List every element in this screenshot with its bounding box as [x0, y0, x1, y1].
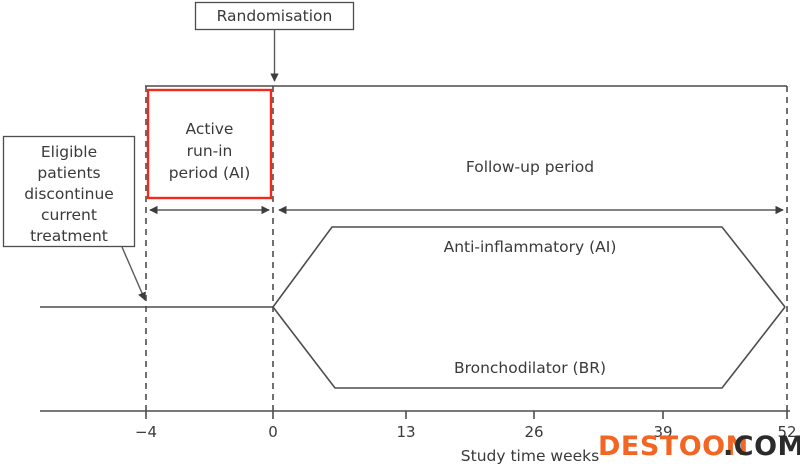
- active-run-in-period: Active run-in period (AI): [146, 88, 273, 215]
- x-axis-ticklabel-52: 52: [777, 423, 796, 441]
- x-axis-title: Study time weeks: [461, 447, 599, 465]
- arm-bronchodilator-label: Bronchodilator (BR): [454, 359, 606, 377]
- follow-up-label: Follow-up period: [466, 158, 594, 176]
- randomisation-label: Randomisation: [217, 7, 333, 25]
- eligible-patients-arrow: [121, 246, 146, 301]
- eligible-line-1: Eligible: [41, 143, 97, 161]
- arm-anti-inflammatory-label: Anti-inflammatory (AI): [444, 238, 617, 256]
- x-axis-ticklabel-26: 26: [524, 423, 543, 441]
- x-axis: −4 0 13 26 39 52 Study time weeks: [40, 410, 797, 465]
- arm-anti-inflammatory-path: [272, 226, 786, 308]
- eligible-line-5: treatment: [30, 227, 108, 245]
- run-in-label-line-2: run-in: [187, 142, 233, 160]
- arm-bronchodilator-path: [272, 306, 786, 389]
- run-in-label-line-1: Active: [186, 120, 234, 138]
- x-axis-ticklabel-13: 13: [396, 423, 415, 441]
- randomisation-box: [194, 1, 355, 31]
- watermark-primary: DESTOON: [598, 431, 749, 462]
- watermark: DESTOON .COM: [598, 431, 800, 462]
- eligible-patients-callout: Eligible patients discontinue current tr…: [2, 135, 146, 301]
- eligible-line-2: patients: [37, 164, 100, 182]
- run-in-label-line-3: period (AI): [169, 164, 251, 182]
- run-in-highlight-box: [146, 88, 273, 200]
- eligible-line-4: current: [41, 206, 97, 224]
- x-axis-ticklabel-0: 0: [268, 423, 278, 441]
- x-axis-ticklabel-minus4: −4: [135, 423, 157, 441]
- eligible-line-3: discontinue: [24, 185, 114, 203]
- watermark-secondary: .COM: [723, 431, 800, 462]
- randomisation-callout: Randomisation: [194, 1, 355, 82]
- arm-anti-inflammatory: Anti-inflammatory (AI): [272, 226, 786, 308]
- arm-bronchodilator: Bronchodilator (BR): [272, 306, 786, 389]
- follow-up-period: Follow-up period: [278, 158, 784, 215]
- x-axis-ticklabel-39: 39: [653, 423, 672, 441]
- eligible-patients-box: [2, 135, 136, 248]
